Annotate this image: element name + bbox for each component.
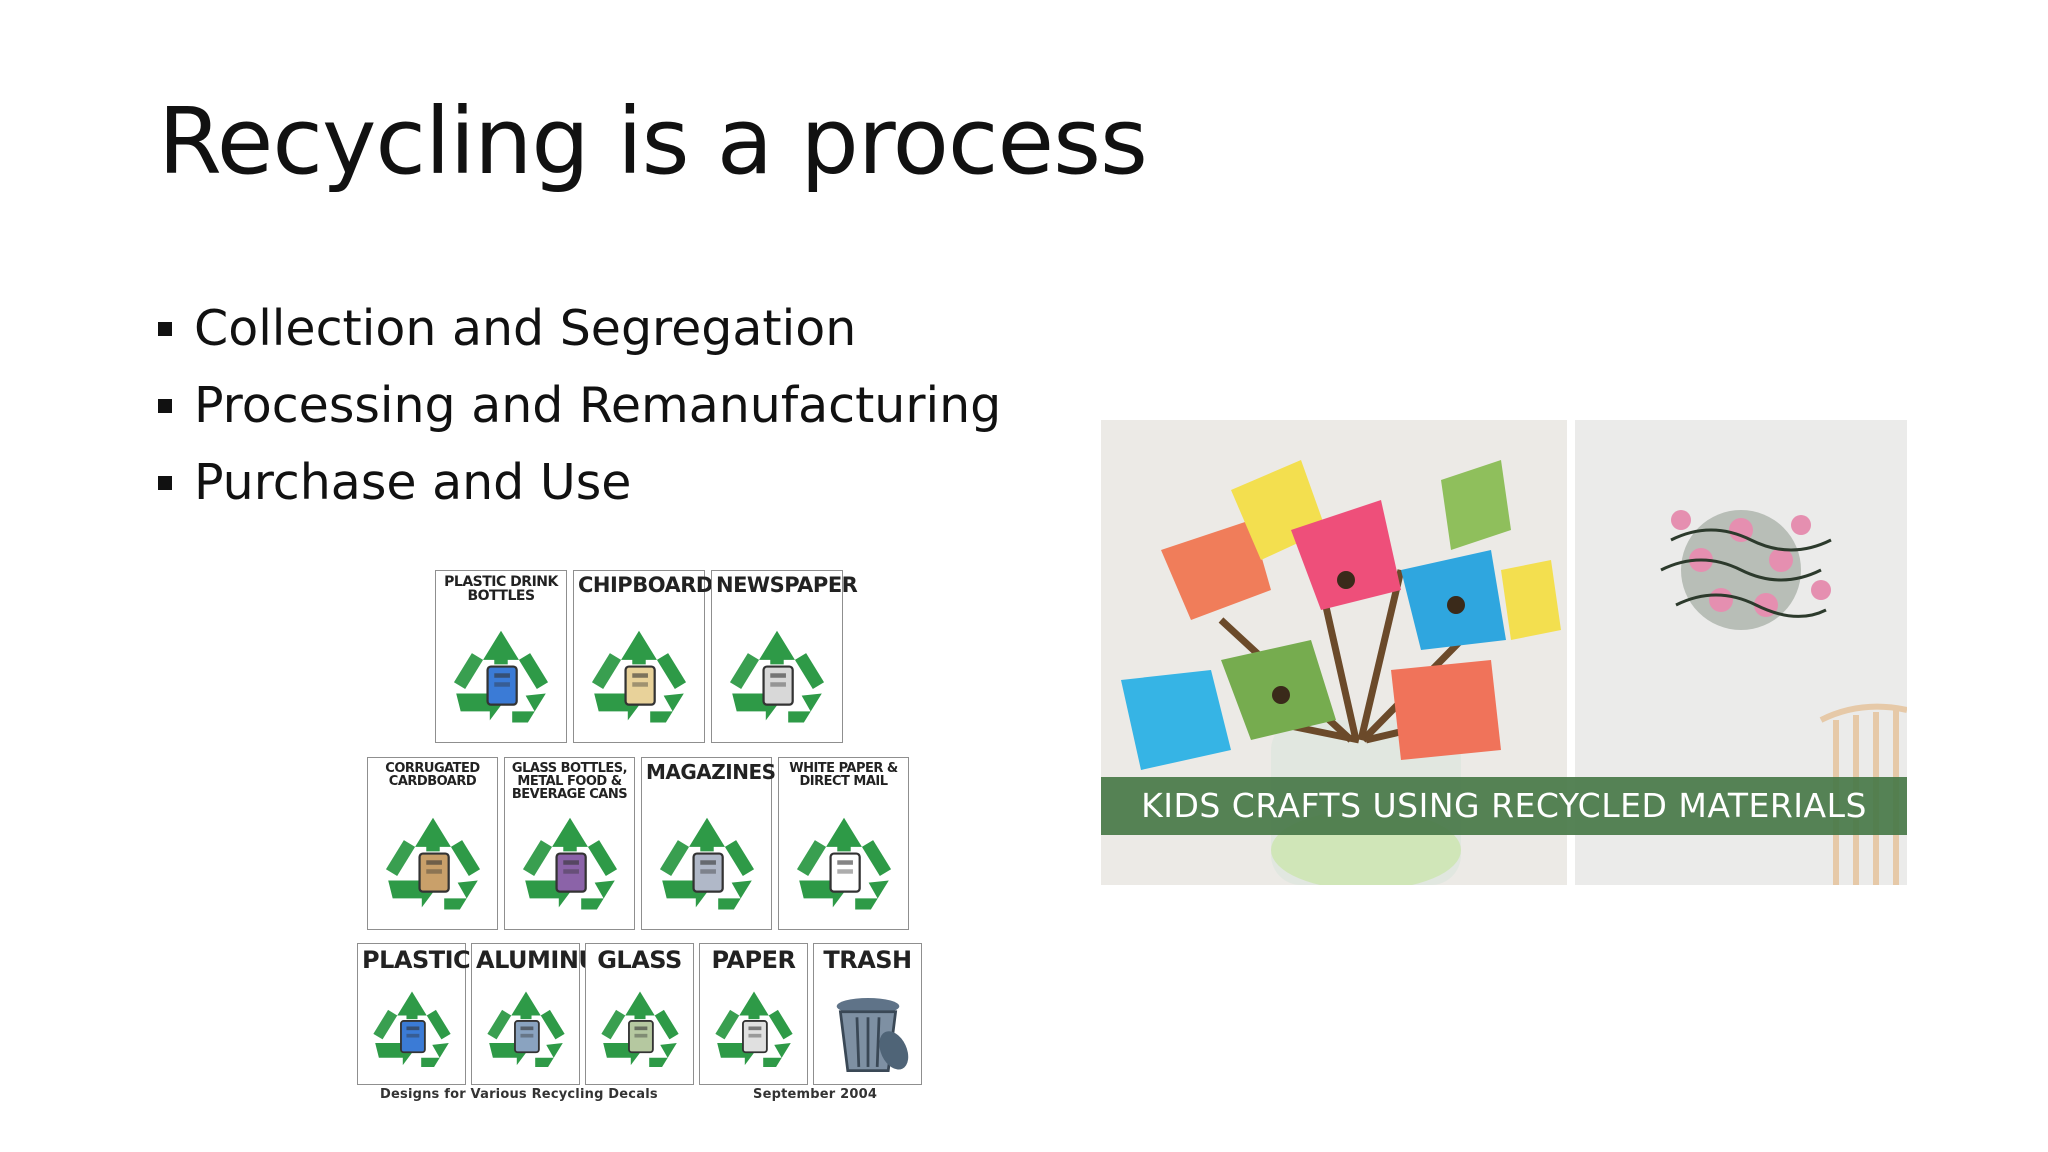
recycle-icon: [796, 817, 891, 910]
recycle-icon: [486, 991, 565, 1067]
decal-card: PLASTIC DRINK BOTTLES: [435, 570, 567, 743]
decal-label: ALUMINUM: [476, 946, 621, 974]
decal-card: TRASH: [813, 943, 922, 1085]
crafts-banner: KIDS CRAFTS USING RECYCLED MATERIALS: [1101, 777, 1907, 835]
decal-label: PLASTIC: [362, 946, 471, 974]
trash-can-icon: [836, 997, 908, 1073]
decal-card: CHIPBOARD: [573, 570, 713, 743]
bullet-text: Collection and Segregation: [194, 300, 857, 357]
decal-label: PLASTIC DRINK BOTTLES: [444, 574, 558, 604]
bullet-square-icon: [158, 321, 172, 336]
kids-crafts-photo: KIDS CRAFTS USING RECYCLED MATERIALS: [1101, 420, 1907, 885]
recycle-icon: [453, 630, 549, 723]
recycling-decals-image: Designs for Various Recycling Decals Sep…: [355, 565, 925, 1110]
bullet-text: Processing and Remanufacturing: [194, 377, 1002, 434]
recycle-icon: [659, 817, 754, 910]
decal-label: GLASS BOTTLES, METAL FOOD & BEVERAGE CAN…: [511, 761, 628, 802]
recycle-icon: [600, 991, 679, 1067]
decal-card: CORRUGATED CARDBOARD: [367, 757, 498, 930]
decal-card: PAPER: [699, 943, 808, 1085]
decal-label: GLASS: [597, 946, 682, 974]
decal-card: WHITE PAPER & DIRECT MAIL: [778, 757, 909, 930]
decal-card: GLASS BOTTLES, METAL FOOD & BEVERAGE CAN…: [504, 757, 635, 930]
decal-label: NEWSPAPER: [716, 573, 858, 597]
recycle-icon: [729, 630, 825, 723]
recycle-icon: [522, 817, 617, 910]
decal-card: ALUMINUM: [471, 943, 621, 1085]
decal-label: WHITE PAPER & DIRECT MAIL: [789, 761, 898, 789]
decals-caption-right: September 2004: [753, 1087, 878, 1102]
bullet-square-icon: [158, 475, 172, 490]
bullet-item: Processing and Remanufacturing: [158, 367, 1001, 444]
recycle-icon: [591, 630, 687, 723]
decal-label: MAGAZINES: [646, 760, 776, 784]
bullet-square-icon: [158, 398, 172, 413]
decal-label: CHIPBOARD: [578, 573, 713, 597]
decal-card: NEWSPAPER: [711, 570, 858, 743]
bullet-text: Purchase and Use: [194, 454, 632, 511]
decal-card: PLASTIC: [357, 943, 471, 1085]
recycle-icon: [385, 817, 480, 910]
recycle-icon: [714, 991, 793, 1067]
decal-card: MAGAZINES: [641, 757, 776, 930]
recycle-icon: [372, 991, 451, 1067]
decal-card: GLASS: [585, 943, 694, 1085]
bullet-item: Collection and Segregation: [158, 290, 1001, 367]
decal-label: PAPER: [711, 946, 796, 974]
decal-label: CORRUGATED CARDBOARD: [385, 761, 480, 789]
decals-caption-left: Designs for Various Recycling Decals: [380, 1087, 658, 1102]
bullet-item: Purchase and Use: [158, 444, 1001, 521]
slide-title: Recycling is a process: [158, 88, 1148, 195]
decal-label: TRASH: [823, 946, 912, 974]
bullet-list: Collection and Segregation Processing an…: [158, 290, 1001, 521]
